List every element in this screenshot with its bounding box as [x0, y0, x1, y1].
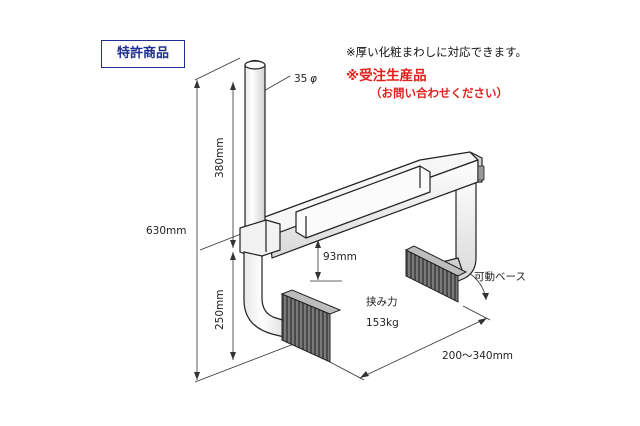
- right-pad-face: [404, 245, 468, 277]
- span-label: 200〜340mm: [442, 350, 513, 362]
- gap-label: 93mm: [323, 251, 357, 263]
- made-to-order-note: ※受注生産品: [346, 68, 427, 84]
- diameter-symbol: φ: [310, 73, 317, 85]
- movable-base-label: 可動ベース: [474, 270, 526, 283]
- left-pad-face: [280, 289, 342, 315]
- patent-badge: 特許商品: [101, 40, 185, 68]
- inquire-note: （お問い合わせください）: [370, 86, 508, 100]
- bracket: [239, 59, 485, 341]
- total-height-label: 630mm: [146, 225, 187, 237]
- diameter-label: 35 φ: [294, 73, 317, 85]
- pole: [244, 59, 266, 233]
- clamp-force-label: 挟み力: [366, 295, 398, 308]
- upper-height-label: 380mm: [214, 138, 226, 179]
- clamp-pads: [280, 245, 468, 363]
- diameter-value: 35: [294, 73, 307, 85]
- lower-height-label: 250mm: [214, 290, 226, 331]
- clamp-force-value: 153kg: [366, 317, 399, 329]
- thick-wall-note: ※厚い化粧まわしに対応できます。: [346, 45, 527, 59]
